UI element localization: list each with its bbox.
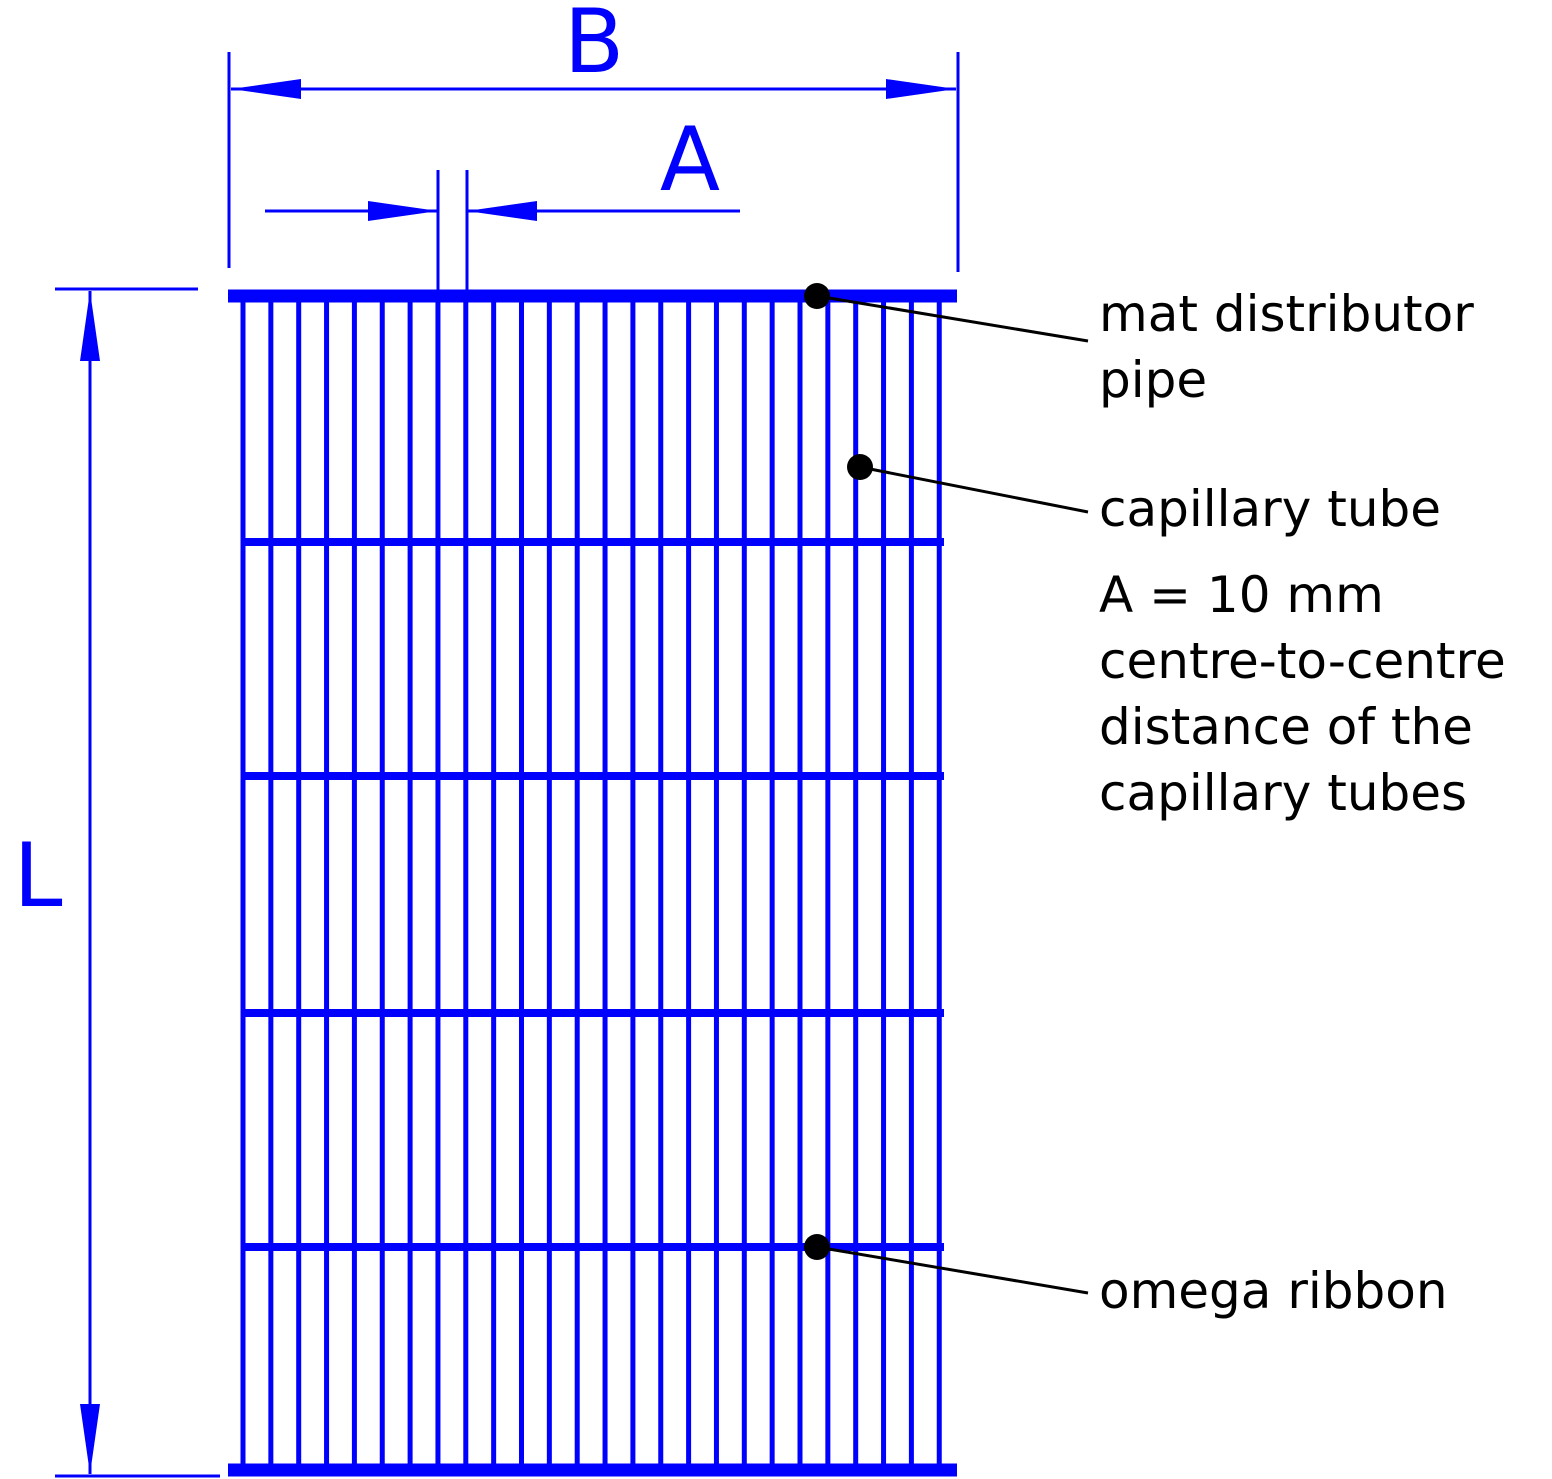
dimension-a [265,170,740,290]
callout-dot-capillary [847,454,873,480]
dimension-b [227,52,960,272]
leader-line-capillary [859,465,1089,514]
callout-mat-distributor-pipe: mat distributor pipe [1099,281,1474,413]
callout-line: pipe [1099,351,1208,409]
callout-line: capillary tube [1099,480,1442,538]
label-a: A [660,108,720,211]
callout-line: distance of the [1099,698,1473,756]
callout-line: A = 10 mm [1099,566,1384,624]
callout-line: omega ribbon [1099,1262,1448,1320]
leader-lines [816,294,1089,1295]
leader-line-distributor [816,294,1089,343]
dimension-l [55,287,220,1478]
callout-dot-omega [804,1234,830,1260]
callout-line: centre-to-centre [1099,632,1506,690]
leader-line-omega [816,1245,1089,1295]
callout-spacing-note: A = 10 mm centre-to-centre distance of t… [1099,562,1506,826]
callout-capillary-tube: capillary tube [1099,476,1441,542]
callout-dot-distributor [804,283,830,309]
callout-line: capillary tubes [1099,764,1468,822]
callout-line: mat distributor [1099,285,1474,343]
label-b: B [564,0,624,93]
callout-omega-ribbon: omega ribbon [1099,1258,1448,1324]
capillary-mat [228,289,957,1477]
label-l: L [13,824,62,927]
